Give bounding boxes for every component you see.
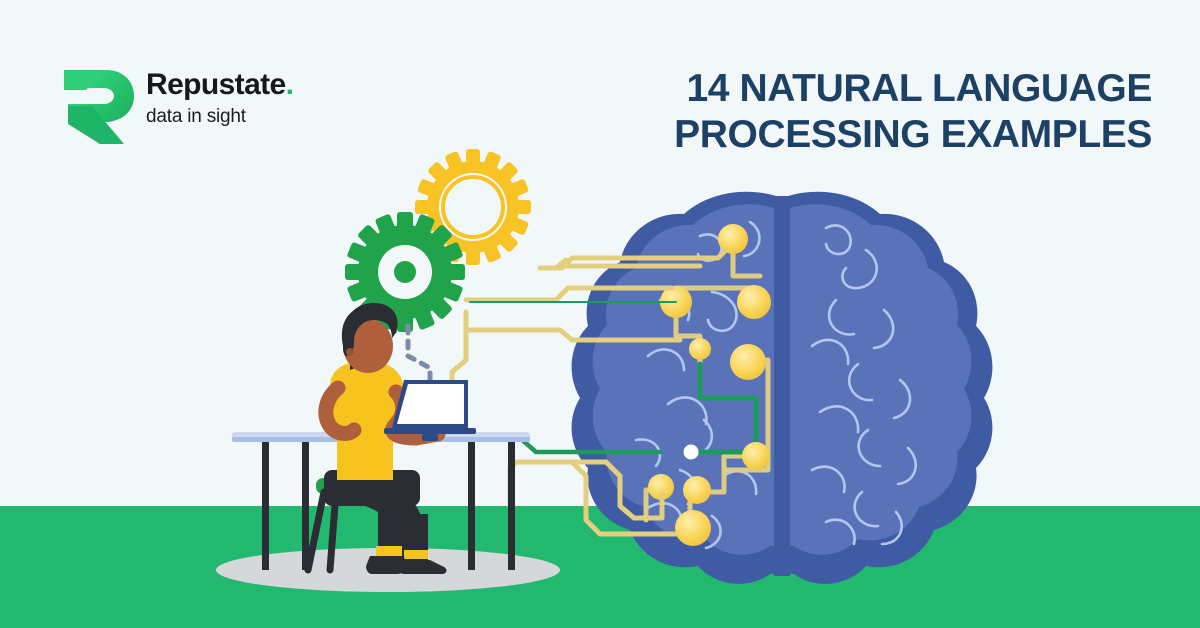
- page-title-line-1: 14 NATURAL LANGUAGE: [686, 67, 1153, 110]
- gear-yellow-icon: [415, 149, 531, 265]
- person-at-desk: [318, 303, 447, 574]
- brain-illustration: [571, 191, 993, 584]
- brand-logo-text: Repustate. data in sight: [146, 68, 366, 130]
- repustate-r-mark: [64, 70, 134, 144]
- page-title-line-2: PROCESSING EXAMPLES: [674, 113, 1152, 156]
- laptop: [384, 380, 476, 441]
- brand-logo[interactable]: Repustate. data in sight: [62, 62, 362, 148]
- brain-node: [648, 224, 771, 546]
- brand-name-dot: .: [285, 68, 294, 101]
- brand-name: Repustate.: [146, 68, 366, 102]
- background-ground-green: [0, 506, 1200, 628]
- page-title: 14 NATURAL LANGUAGE PROCESSING EXAMPLES: [592, 66, 1152, 158]
- brand-tagline: data in sight: [146, 106, 246, 127]
- brand-name-word: Repustate: [146, 68, 286, 101]
- brain-circuit-traces-green: [691, 361, 759, 455]
